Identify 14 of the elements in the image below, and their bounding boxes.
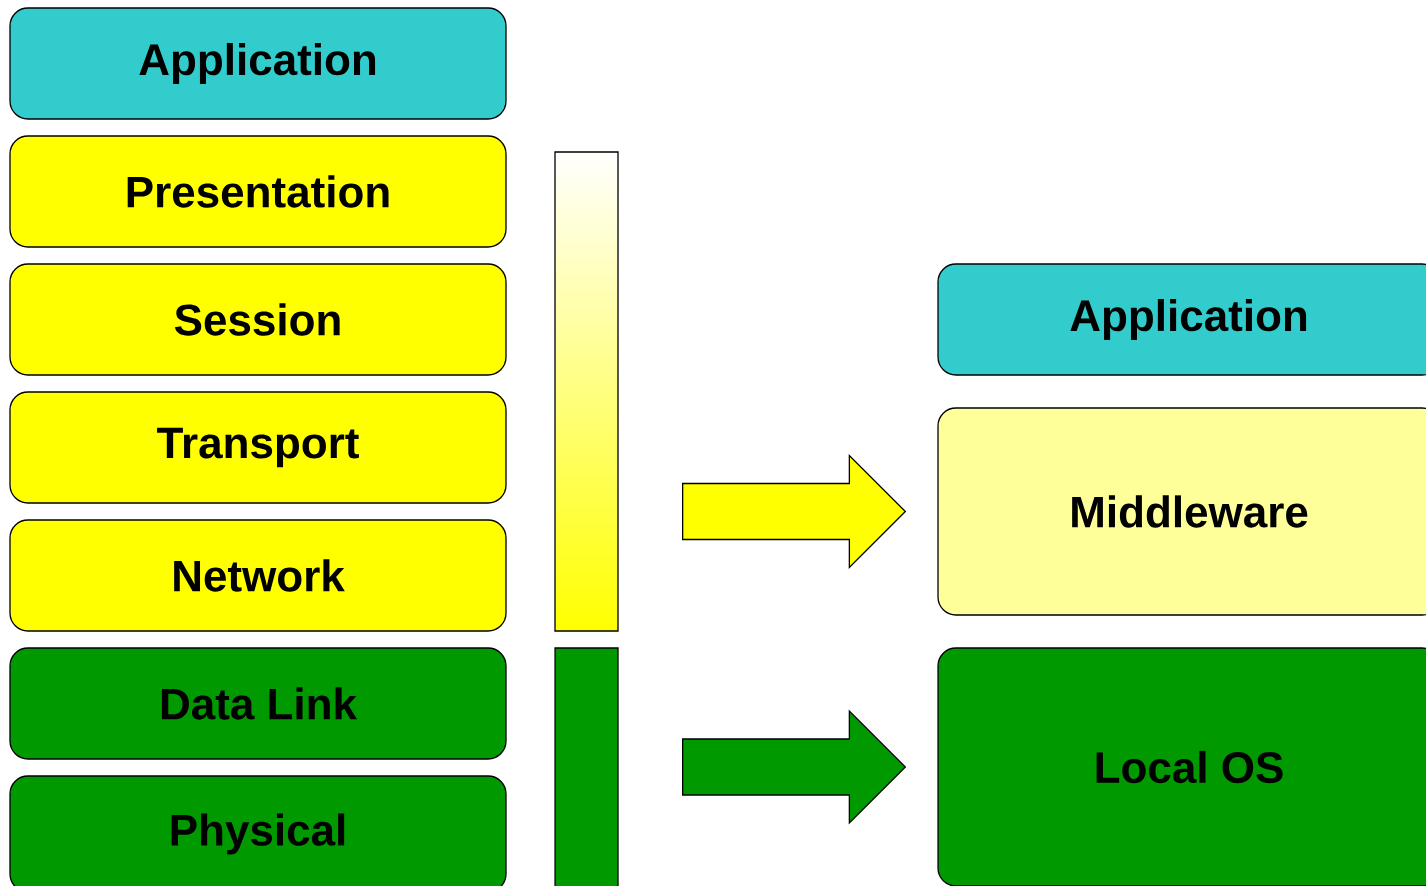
layer-box: Local OS <box>937 647 1426 886</box>
layer-box: Application <box>9 7 507 120</box>
layer-box: Physical <box>9 775 507 886</box>
layer-box: Data Link <box>9 647 507 760</box>
layer-box: Network <box>9 519 507 632</box>
layer-box: Application <box>937 263 1426 376</box>
block-arrow <box>682 453 907 570</box>
layer-box: Transport <box>9 391 507 504</box>
layer-bar <box>554 647 619 886</box>
layer-box: Middleware <box>937 407 1426 616</box>
block-arrow <box>682 709 907 825</box>
layer-box: Presentation <box>9 135 507 248</box>
layer-bar <box>554 151 619 632</box>
layer-box: Session <box>9 263 507 376</box>
